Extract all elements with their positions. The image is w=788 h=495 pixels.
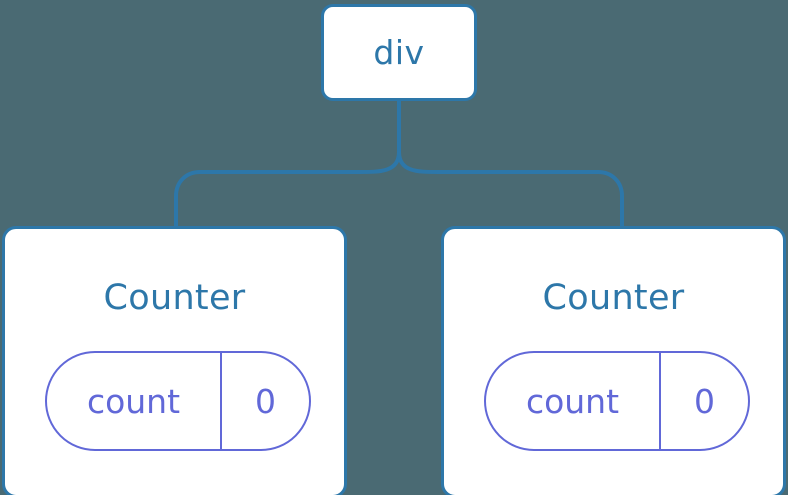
connector-branch-right <box>397 150 624 228</box>
component-card-counter-1[interactable]: Counter count 0 <box>2 226 347 495</box>
state-key: count <box>47 353 222 449</box>
node-div[interactable]: div <box>321 4 477 101</box>
state-value: 0 <box>694 381 715 421</box>
component-card-counter-2[interactable]: Counter count 0 <box>441 226 786 495</box>
state-pill[interactable]: count 0 <box>45 351 311 451</box>
state-value: 0 <box>255 381 276 421</box>
node-div-label: div <box>373 33 425 72</box>
state-pill[interactable]: count 0 <box>484 351 750 451</box>
component-title: Counter <box>542 278 685 318</box>
connector-branch-left <box>174 150 401 228</box>
state-key: count <box>486 353 661 449</box>
component-title: Counter <box>103 278 246 318</box>
